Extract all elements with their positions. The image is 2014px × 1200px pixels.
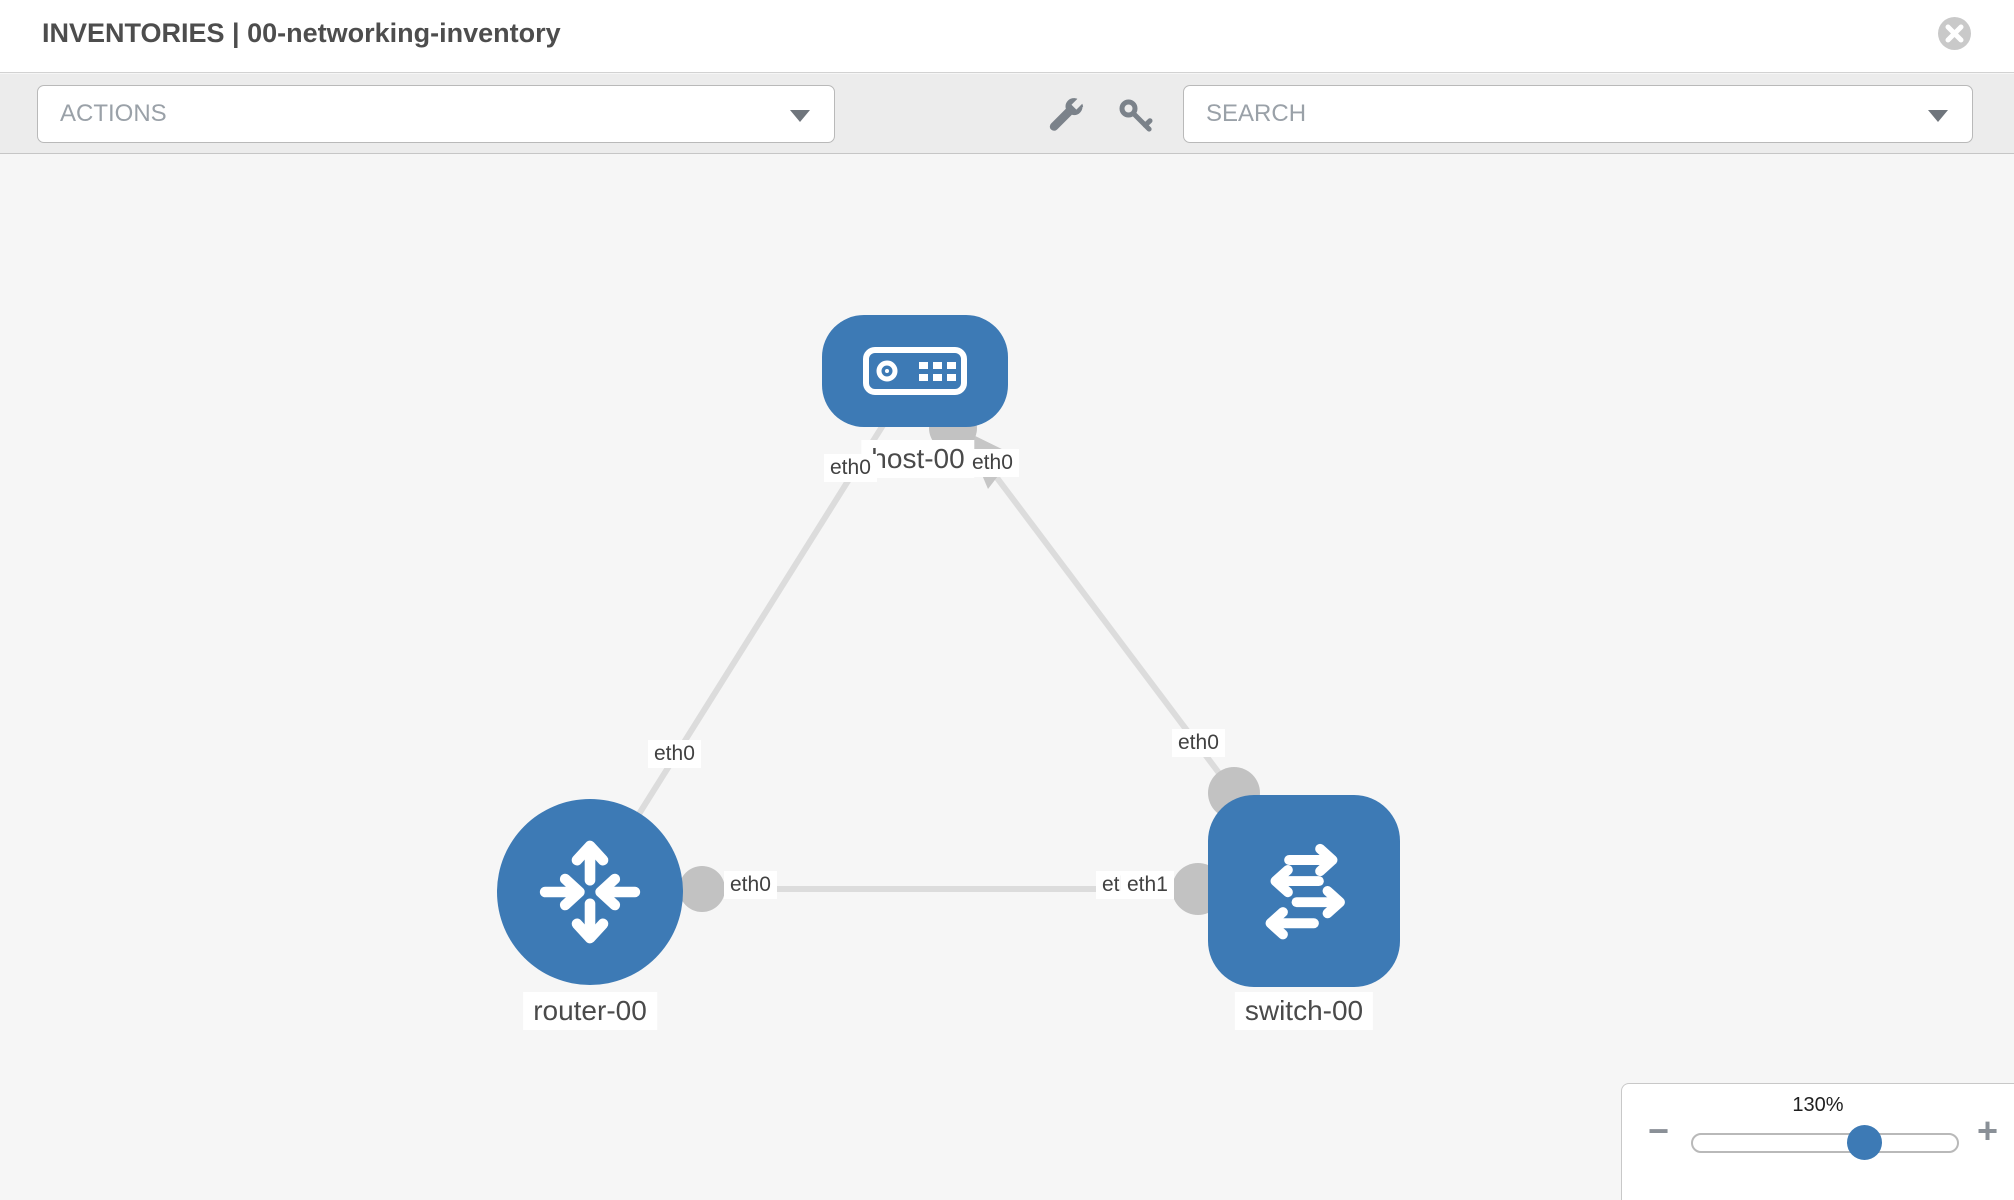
zoom-slider-track[interactable] xyxy=(1691,1133,1959,1153)
node-host-00[interactable] xyxy=(822,315,1008,427)
interface-label-router-port: eth0 xyxy=(724,871,777,899)
chevron-down-icon xyxy=(1928,110,1948,122)
wrench-icon xyxy=(1049,98,1084,131)
page-title: INVENTORIES | 00-networking-inventory xyxy=(42,18,561,48)
close-icon xyxy=(1945,24,1964,43)
node-label-router: router-00 xyxy=(523,992,657,1030)
server-icon xyxy=(863,347,967,395)
node-label-switch: switch-00 xyxy=(1234,992,1374,1030)
key-icon xyxy=(1119,99,1153,132)
actions-dropdown-label: ACTIONS xyxy=(60,100,167,127)
header-bar: INVENTORIES | 00-networking-inventory xyxy=(0,0,2014,73)
interface-label-host-right: eth0 xyxy=(966,449,1019,477)
chevron-down-icon xyxy=(790,110,810,122)
credentials-button[interactable] xyxy=(1116,96,1156,136)
zoom-level-label: 130% xyxy=(1792,1094,1844,1116)
router-arrows-icon xyxy=(539,840,641,944)
links-layer xyxy=(587,404,1260,915)
actions-dropdown[interactable]: ACTIONS xyxy=(37,85,835,143)
topology-canvas[interactable]: host-00 router-00 switch-00 eth0 eth0 et… xyxy=(0,154,2014,1200)
zoom-control-panel: 130% − + xyxy=(1621,1083,2014,1200)
zoom-slider-handle[interactable] xyxy=(1847,1125,1882,1160)
connector-router-eth0[interactable] xyxy=(679,866,725,912)
node-router-00[interactable] xyxy=(497,799,683,985)
zoom-in-button[interactable]: + xyxy=(1976,1110,1998,1151)
node-label-host: host-00 xyxy=(861,440,975,478)
search-dropdown[interactable]: SEARCH xyxy=(1183,85,1973,143)
search-placeholder: SEARCH xyxy=(1206,100,1307,127)
interface-label-host-left: eth0 xyxy=(824,454,877,482)
close-button[interactable] xyxy=(1938,17,1971,50)
zoom-out-button[interactable]: − xyxy=(1648,1110,1670,1151)
toolbar: ACTIONS SEARCH xyxy=(0,74,2014,154)
interface-label-switch-port-eth1: eth1 xyxy=(1121,871,1174,899)
interface-label-router-link: eth0 xyxy=(648,740,701,768)
node-switch-00[interactable] xyxy=(1208,795,1400,987)
interface-label-switch-link: eth0 xyxy=(1172,729,1225,757)
switch-arrows-icon xyxy=(1265,843,1345,940)
configure-button[interactable] xyxy=(1046,96,1086,136)
